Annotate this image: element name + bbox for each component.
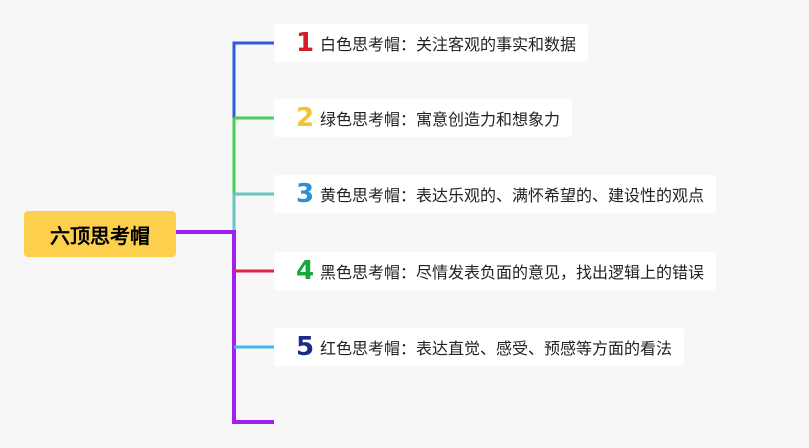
branch-node-5[interactable]: 5 红色思考帽：表达直觉、感受、预感等方面的看法: [274, 328, 685, 366]
branch-text-5: 红色思考帽：表达直觉、感受、预感等方面的看法: [320, 339, 673, 358]
branch-text-1: 白色思考帽：关注客观的事实和数据: [320, 35, 577, 54]
branch-node-2[interactable]: 2 绿色思考帽：寓意创造力和想象力: [274, 99, 573, 137]
branch-node-4[interactable]: 4 黑色思考帽：尽情发表负面的意见，找出逻辑上的错误: [274, 252, 717, 290]
branch-text-3: 黄色思考帽：表达乐观的、满怀希望的、建设性的观点: [320, 186, 705, 205]
number-3-icon: 3: [296, 179, 315, 209]
branch-node-1[interactable]: 1 白色思考帽：关注客观的事实和数据: [274, 24, 589, 62]
number-4-icon: 4: [296, 256, 315, 286]
branch-text-2: 绿色思考帽：寓意创造力和想象力: [320, 110, 561, 129]
trunk-blue: [232, 41, 274, 118]
number-2-icon: 2: [296, 103, 315, 133]
number-1-icon: 1: [296, 28, 315, 58]
root-node[interactable]: 六顶思考帽: [24, 211, 176, 257]
root-label: 六顶思考帽: [50, 223, 150, 248]
trunk-purple: [176, 230, 274, 424]
number-5-icon: 5: [296, 332, 315, 362]
branch-node-3[interactable]: 3 黄色思考帽：表达乐观的、满怀希望的、建设性的观点: [274, 175, 717, 213]
branch-text-4: 黑色思考帽：尽情发表负面的意见，找出逻辑上的错误: [320, 263, 705, 282]
